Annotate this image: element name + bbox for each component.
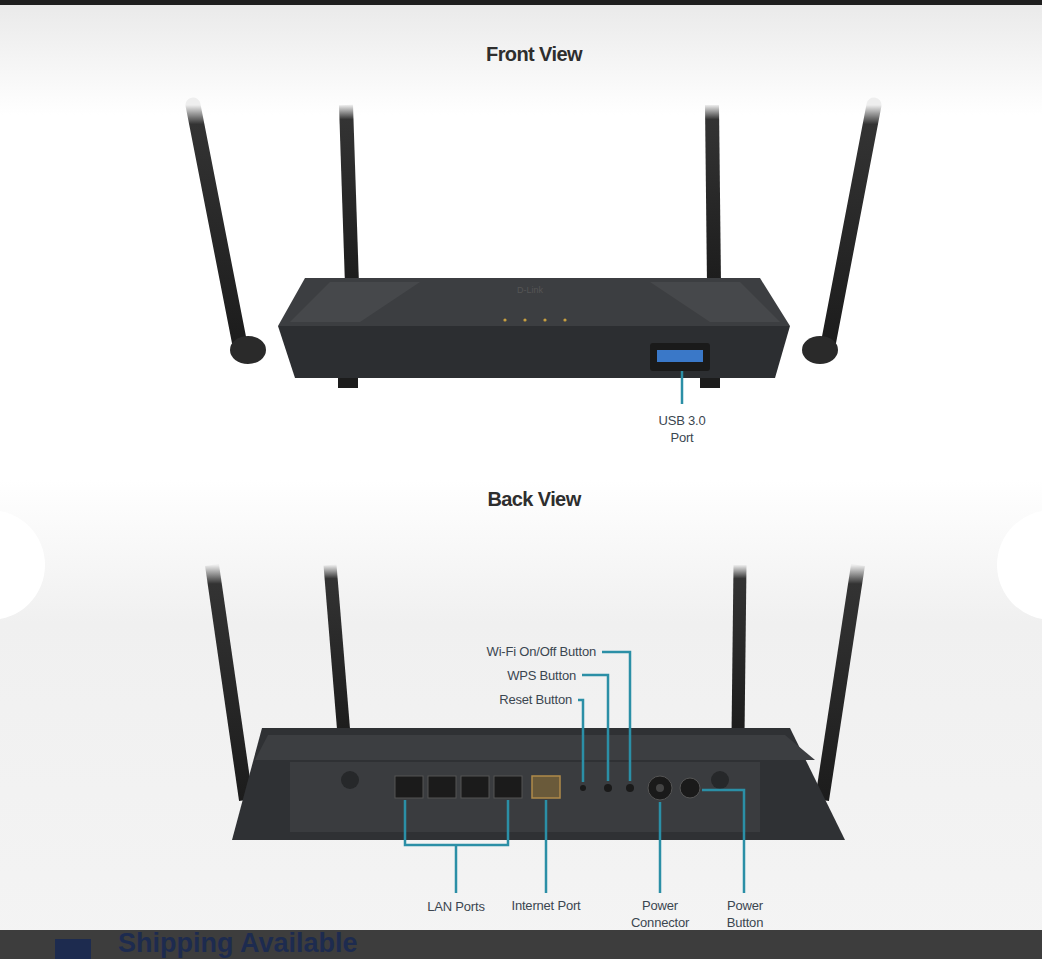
view-heading: Back View xyxy=(487,488,580,511)
button-label: Reset Button xyxy=(499,691,572,708)
shipping-banner: Shipping Available xyxy=(118,928,358,959)
svg-text:D-Link: D-Link xyxy=(517,285,544,295)
button-label: Wi-Fi On/Off Button xyxy=(487,643,596,660)
port-label: USB 3.0 Port xyxy=(647,412,717,446)
button-label: WPS Button xyxy=(507,667,576,684)
view-heading: Front View xyxy=(486,43,582,66)
port-label: Internet Port xyxy=(511,897,581,914)
port-label: Power Connector xyxy=(620,897,700,931)
button-label: Power Button xyxy=(710,897,780,931)
port-label: LAN Ports xyxy=(427,898,484,915)
